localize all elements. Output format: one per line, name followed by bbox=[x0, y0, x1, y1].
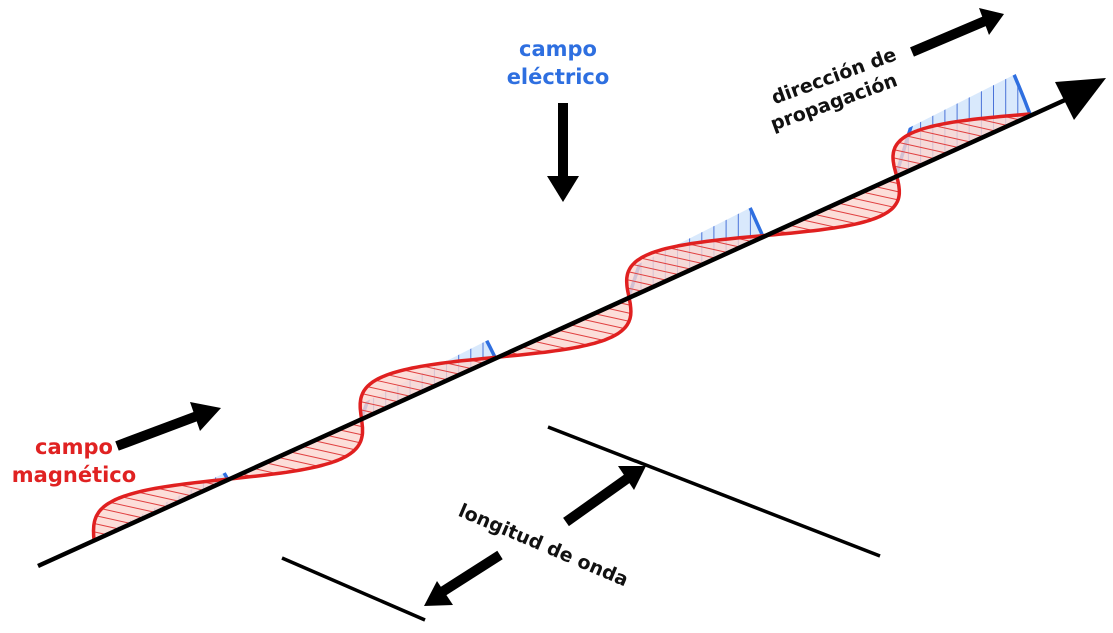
electric-field-pointer-arrow bbox=[547, 103, 579, 202]
magnetic-field-hatch-line bbox=[668, 247, 715, 259]
propagation-direction-arrow bbox=[910, 8, 1004, 57]
magnetic-field-hatch-line bbox=[640, 257, 690, 270]
magnetic-field-hatch-line bbox=[101, 508, 143, 519]
wavelength-bracket-line-upper bbox=[547, 425, 881, 558]
magnetic-field-curve bbox=[358, 355, 496, 419]
magnetic-field-hatch-line bbox=[312, 439, 356, 451]
magnetic-field-hatch-line bbox=[93, 523, 119, 530]
magnetic-field-hatch-line bbox=[367, 386, 411, 397]
magnetic-field-hatch-line bbox=[893, 149, 933, 159]
magnetic-field-hatch-line bbox=[137, 491, 180, 502]
magnetic-field-hatch-line bbox=[156, 487, 192, 497]
wavelength-arrow-upper bbox=[563, 466, 646, 527]
magnetic-field-hatch-line bbox=[835, 202, 886, 215]
magnetic-field-hatch-line bbox=[403, 369, 447, 381]
magnetic-field-hatch-line bbox=[906, 135, 958, 148]
wavelength-bracket-line-lower bbox=[281, 556, 426, 622]
magnetic-field-curve bbox=[91, 477, 228, 541]
magnetic-field-hatch-line bbox=[300, 445, 347, 457]
magnetic-field-hatch-line bbox=[360, 401, 386, 408]
magnetic-field-hatch-line bbox=[324, 434, 361, 444]
electric-field-label-line1: campo bbox=[519, 37, 597, 61]
magnetic-field-curve bbox=[494, 296, 633, 360]
magnetic-field-hatch-line bbox=[628, 271, 666, 281]
wavelength-arrow-lower bbox=[424, 550, 503, 606]
magnetic-field-hatch-line bbox=[859, 191, 899, 201]
magnetic-field-label-line1: campo bbox=[35, 435, 113, 459]
magnetic-field-hatch-line bbox=[823, 207, 874, 220]
magnetic-field-hatch-line bbox=[531, 340, 569, 350]
magnetic-field-hatch-line bbox=[592, 312, 630, 322]
magnetic-field-hatch-line bbox=[543, 334, 588, 346]
magnetic-field-hatch-line bbox=[954, 121, 994, 132]
magnetic-field-curve bbox=[762, 174, 902, 238]
propagation-axis bbox=[37, 97, 1066, 569]
magnetic-field-curve bbox=[891, 112, 1031, 176]
magnetic-field-hatch-line bbox=[626, 279, 654, 286]
magnetic-field-hatch-line bbox=[387, 374, 435, 386]
magnetic-field-hatch-line bbox=[918, 129, 970, 143]
electric-field-wave-lower bbox=[92, 25, 1032, 541]
magnetic-field-hatch-line bbox=[811, 213, 857, 225]
magnetic-field-hatch-line bbox=[798, 218, 838, 228]
magnetic-field-hatch-line bbox=[632, 264, 678, 275]
magnetic-field-pointer-arrow bbox=[115, 402, 221, 451]
magnetic-field-hatch-line bbox=[109, 501, 155, 513]
magnetic-field-hatch-line bbox=[555, 329, 604, 341]
magnetic-field-hatch-line bbox=[288, 451, 335, 463]
magnetic-field-label-line2: magnético bbox=[12, 463, 136, 487]
magnetic-field-hatch-line bbox=[934, 125, 982, 137]
magnetic-field-hatch-line bbox=[375, 379, 423, 392]
magnetic-field-hatch-line bbox=[567, 323, 617, 336]
magnetic-field-hatch-line bbox=[893, 165, 909, 170]
magnetic-field-hatch-line bbox=[652, 252, 702, 264]
magnetic-field-hatch-line bbox=[96, 515, 131, 524]
magnetic-field-curve bbox=[227, 418, 365, 481]
magnetic-field-hatch-line bbox=[122, 496, 168, 508]
magnetic-field-hatch-line bbox=[276, 456, 319, 467]
wavelength-label: longitud de onda bbox=[455, 500, 631, 591]
magnetic-field-hatch-line bbox=[847, 196, 894, 208]
electric-field-label-line2: eléctrico bbox=[507, 65, 610, 89]
magnetic-field-hatch-line bbox=[892, 157, 921, 165]
propagation-axis-arrowhead bbox=[1055, 78, 1106, 120]
magnetic-field-hatch-line bbox=[422, 365, 459, 375]
magnetic-field-hatch-line bbox=[627, 287, 642, 292]
magnetic-field-hatch-line bbox=[362, 393, 399, 403]
magnetic-field-hatch-line bbox=[264, 462, 300, 471]
magnetic-field-curve bbox=[624, 233, 763, 297]
magnetic-field-hatch-line bbox=[580, 318, 625, 329]
magnetic-field-hatch-line bbox=[688, 243, 727, 253]
magnetic-field-hatch-line bbox=[898, 141, 946, 154]
